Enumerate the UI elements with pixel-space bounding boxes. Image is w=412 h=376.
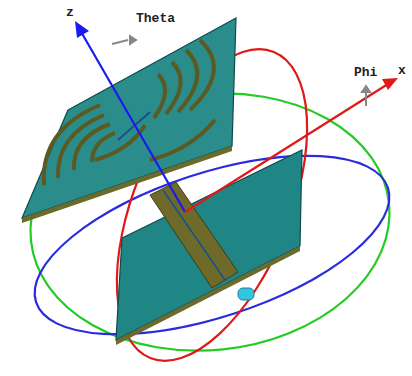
- coax-connector: [238, 288, 254, 300]
- elevation-circle: [78, 23, 346, 376]
- x-axis: [185, 84, 388, 212]
- x-arrowhead: [382, 78, 398, 90]
- angle-label: Phi: [354, 66, 377, 79]
- theta-circle: [14, 119, 410, 370]
- axis-label: x: [398, 64, 406, 77]
- phi-marker: [362, 86, 370, 106]
- angle-label: Theta: [136, 12, 175, 25]
- radiator-plate: [22, 18, 236, 218]
- feed-board: [150, 182, 238, 288]
- feed-line: [163, 190, 225, 280]
- dipole-gap: [118, 112, 150, 140]
- z-axis: [80, 30, 185, 212]
- axis-label: z: [66, 6, 74, 19]
- theta-marker: [112, 36, 136, 44]
- slot-arcs: [44, 40, 215, 185]
- z-arrowhead: [75, 21, 89, 38]
- radiator-plate-edge: [22, 146, 232, 223]
